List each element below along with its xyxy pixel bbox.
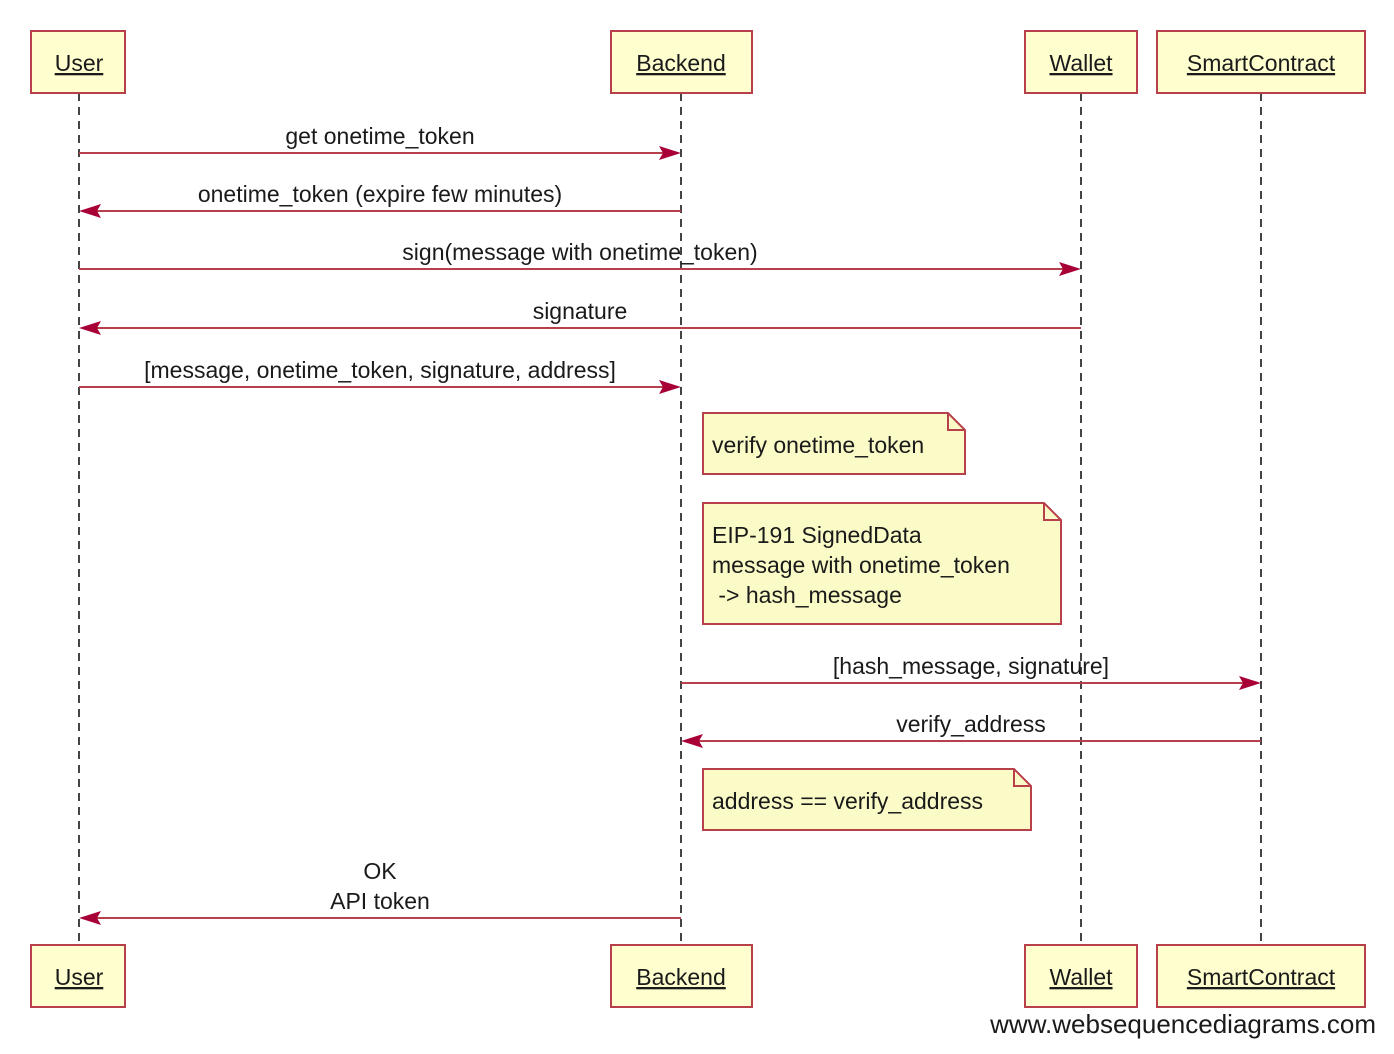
note-text: EIP-191 SignedData bbox=[712, 522, 922, 548]
participant-box bbox=[1156, 30, 1366, 94]
note[interactable]: EIP-191 SignedData message with onetime_t… bbox=[702, 502, 1062, 625]
message-smartcontract-to-backend[interactable]: verify_address bbox=[681, 711, 1261, 748]
note-text: address == verify_address bbox=[712, 788, 983, 814]
message-backend-to-user[interactable]: onetime_token (expire few minutes) bbox=[79, 181, 681, 218]
participants-bottom: User Backend Wallet SmartContract bbox=[30, 944, 1366, 1008]
participant-label: Backend bbox=[636, 50, 726, 76]
arrowhead-icon bbox=[659, 146, 681, 160]
participant-wallet-top[interactable]: Wallet bbox=[1024, 30, 1138, 94]
participant-label: Wallet bbox=[1049, 50, 1113, 76]
note-fold-icon bbox=[1043, 503, 1061, 521]
message-label: [message, onetime_token, signature, addr… bbox=[144, 357, 616, 383]
message-label: verify_address bbox=[896, 711, 1046, 737]
note-text: verify onetime_token bbox=[712, 432, 924, 458]
participant-box bbox=[30, 30, 126, 94]
note-fold-icon bbox=[947, 413, 965, 431]
participant-label: User bbox=[55, 50, 104, 76]
participant-label: SmartContract bbox=[1187, 964, 1336, 990]
message-label: signature bbox=[533, 298, 628, 324]
message-label: sign(message with onetime_token) bbox=[402, 239, 757, 265]
message-label: OK bbox=[363, 858, 397, 884]
message-label: get onetime_token bbox=[285, 123, 474, 149]
message-user-to-wallet[interactable]: sign(message with onetime_token) bbox=[79, 239, 1081, 276]
arrowhead-icon bbox=[659, 380, 681, 394]
arrowhead-icon bbox=[79, 204, 101, 218]
participant-box bbox=[1156, 944, 1366, 1008]
participant-label: User bbox=[55, 964, 104, 990]
participant-label: Backend bbox=[636, 964, 726, 990]
events: get onetime_token onetime_token (expire f… bbox=[79, 123, 1261, 925]
participant-box bbox=[610, 30, 753, 94]
message-label: API token bbox=[330, 888, 430, 914]
note-fold-icon bbox=[1013, 769, 1031, 787]
participant-label: Wallet bbox=[1049, 964, 1113, 990]
participant-box bbox=[30, 944, 126, 1008]
participant-smartcontract-top[interactable]: SmartContract bbox=[1156, 30, 1366, 94]
participant-box bbox=[1024, 30, 1138, 94]
participant-user-top[interactable]: User bbox=[30, 30, 126, 94]
message-label: onetime_token (expire few minutes) bbox=[198, 181, 562, 207]
participant-backend-top[interactable]: Backend bbox=[610, 30, 753, 94]
note-text: message with onetime_token bbox=[712, 552, 1010, 578]
participant-smartcontract-bottom[interactable]: SmartContract bbox=[1156, 944, 1366, 1008]
arrowhead-icon bbox=[1239, 676, 1261, 690]
participant-user-bottom[interactable]: User bbox=[30, 944, 126, 1008]
message-user-to-backend[interactable]: [message, onetime_token, signature, addr… bbox=[79, 357, 681, 394]
note-box bbox=[702, 412, 966, 475]
note-box bbox=[702, 502, 1062, 625]
message-label: [hash_message, signature] bbox=[833, 653, 1109, 679]
participant-box bbox=[610, 944, 753, 1008]
note[interactable]: address == verify_address bbox=[702, 768, 1032, 831]
message-user-to-backend[interactable]: get onetime_token bbox=[79, 123, 681, 160]
participant-wallet-bottom[interactable]: Wallet bbox=[1024, 944, 1138, 1008]
participant-box bbox=[1024, 944, 1138, 1008]
message-backend-to-user[interactable]: OK API token bbox=[79, 858, 681, 925]
lifelines bbox=[78, 93, 1262, 945]
message-wallet-to-user[interactable]: signature bbox=[79, 298, 1081, 335]
participant-backend-bottom[interactable]: Backend bbox=[610, 944, 753, 1008]
note-box bbox=[702, 768, 1032, 831]
arrowhead-icon bbox=[1059, 262, 1081, 276]
message-backend-to-smartcontract[interactable]: [hash_message, signature] bbox=[681, 653, 1261, 690]
participants-top: User Backend Wallet SmartContract bbox=[30, 30, 1366, 94]
note-text: -> hash_message bbox=[712, 582, 902, 608]
note[interactable]: verify onetime_token bbox=[702, 412, 966, 475]
arrowhead-icon bbox=[681, 734, 703, 748]
arrowhead-icon bbox=[79, 321, 101, 335]
participant-label: SmartContract bbox=[1187, 50, 1336, 76]
watermark[interactable]: www.websequencediagrams.com bbox=[989, 1009, 1376, 1039]
arrowhead-icon bbox=[79, 911, 101, 925]
